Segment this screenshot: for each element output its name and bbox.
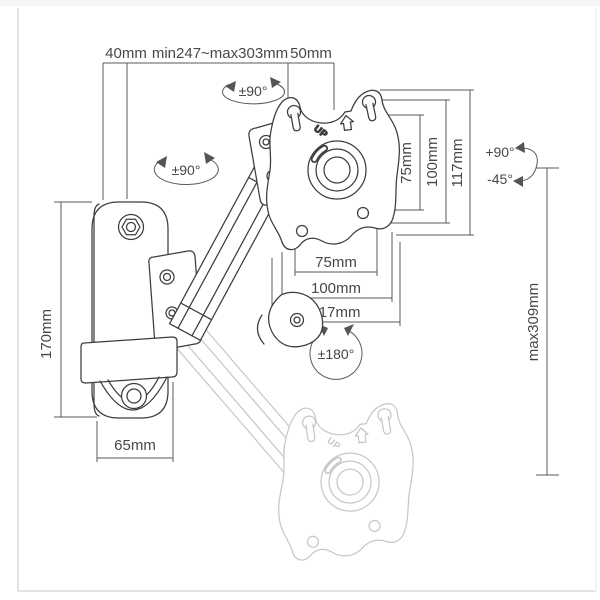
vesa-plate: UP <box>265 89 400 251</box>
rotation-plate-swivel: ±90° <box>222 77 286 105</box>
label-tilt-down: -45° <box>487 171 513 187</box>
wall-collar <box>80 336 178 411</box>
dim-max-height: max309mm <box>525 167 559 476</box>
dim-wall-height: 170mm <box>38 201 97 418</box>
label-arm-swivel: ±90° <box>172 162 201 178</box>
label-depth-40mm: 40mm <box>105 45 147 62</box>
rotation-tilt: +90° -45° <box>485 142 538 187</box>
frame-top-strip <box>0 0 600 6</box>
dim-vesa-horizontal: 75mm 100mm 117mm <box>271 222 401 326</box>
label-offset-50mm: 50mm <box>290 45 332 62</box>
label-vesa-v75: 75mm <box>398 142 415 184</box>
label-plate-swivel: ±90° <box>239 83 268 99</box>
dim-top: 40mm min247~max303mm 50mm <box>102 45 335 200</box>
label-wall-width: 65mm <box>114 437 156 454</box>
label-vesa-v117: 117mm <box>449 139 466 188</box>
ghost-vesa-plate: UP <box>277 400 415 564</box>
label-vesa-h100: 100mm <box>311 280 361 297</box>
rotation-arm-swivel: ±90° <box>153 152 219 186</box>
label-vesa-v100: 100mm <box>424 137 441 187</box>
label-vesa-h117: 117mm <box>312 304 361 321</box>
label-extension-range: min247~max303mm <box>152 45 288 62</box>
label-plate-rotation: ±180° <box>318 346 355 362</box>
dim-wall-width: 65mm <box>96 382 174 462</box>
label-wall-height: 170mm <box>38 309 55 359</box>
spring-cover-link <box>256 291 324 348</box>
label-max-height: max309mm <box>525 283 542 361</box>
label-tilt-up: +90° <box>485 144 514 160</box>
label-vesa-h75: 75mm <box>315 254 357 271</box>
